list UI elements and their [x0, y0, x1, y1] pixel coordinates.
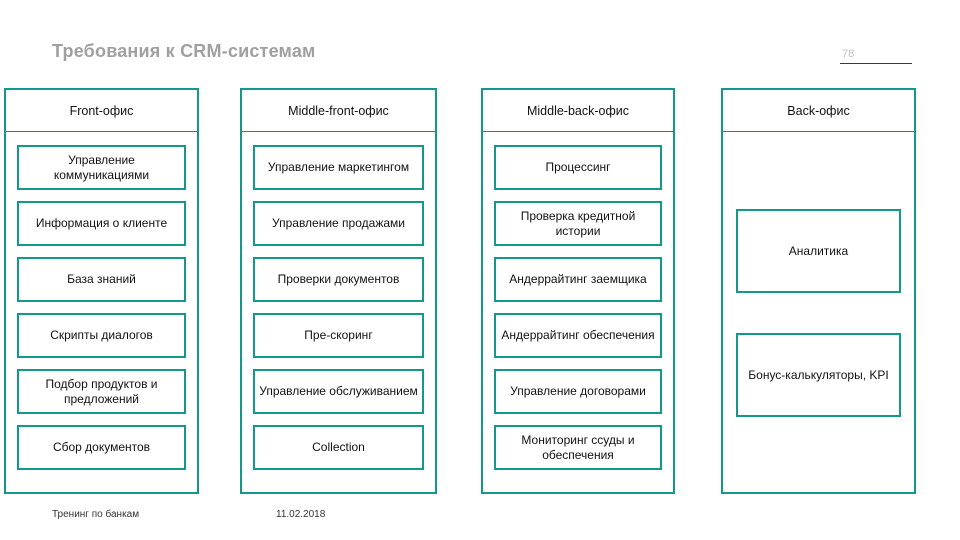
footer-label: Тренинг по банкам — [52, 509, 140, 520]
card-middle-back-office-6[interactable]: Мониторинг ссуды и обеспечения — [494, 425, 662, 470]
card-middle-back-office-3[interactable]: Андеррайтинг заемщика — [494, 257, 662, 302]
column-middle-back-office: Middle-back-офис Процессинг Проверка кре… — [481, 88, 675, 494]
card-middle-front-office-1[interactable]: Управление маркетингом — [253, 145, 424, 190]
card-back-office-1[interactable]: Аналитика — [736, 209, 901, 293]
column-header-middle-front-office: Middle-front-офис — [242, 90, 435, 132]
column-header-back-office: Back-офис — [723, 90, 914, 132]
page-number-rule — [840, 63, 912, 64]
footer-date: 11.02.2018 — [276, 509, 326, 520]
card-middle-front-office-4[interactable]: Пре-скоринг — [253, 313, 424, 358]
card-middle-back-office-4[interactable]: Андеррайтинг обеспечения — [494, 313, 662, 358]
column-back-office: Back-офис Аналитика Бонус-калькуляторы, … — [721, 88, 916, 494]
card-middle-front-office-2[interactable]: Управление продажами — [253, 201, 424, 246]
card-middle-front-office-6[interactable]: Collection — [253, 425, 424, 470]
column-body-middle-front-office: Управление маркетингом Управление продаж… — [242, 132, 435, 492]
column-middle-front-office: Middle-front-офис Управление маркетингом… — [240, 88, 437, 494]
card-middle-front-office-5[interactable]: Управление обслуживанием — [253, 369, 424, 414]
slide-title: Требования к CRM-системам — [52, 41, 316, 61]
column-body-back-office: Аналитика Бонус-калькуляторы, KPI — [723, 132, 914, 492]
card-front-office-3[interactable]: База знаний — [17, 257, 186, 302]
page-number: 78 — [842, 48, 855, 60]
card-front-office-6[interactable]: Сбор документов — [17, 425, 186, 470]
card-front-office-2[interactable]: Информация о клиенте — [17, 201, 186, 246]
card-middle-front-office-3[interactable]: Проверки документов — [253, 257, 424, 302]
column-header-middle-back-office: Middle-back-офис — [483, 90, 673, 132]
card-middle-back-office-5[interactable]: Управление договорами — [494, 369, 662, 414]
column-header-front-office: Front-офис — [6, 90, 197, 132]
card-back-office-2[interactable]: Бонус-калькуляторы, KPI — [736, 333, 901, 417]
card-front-office-1[interactable]: Управление коммуникациями — [17, 145, 186, 190]
card-middle-back-office-1[interactable]: Процессинг — [494, 145, 662, 190]
page-number-block: 78 — [840, 48, 912, 64]
card-front-office-4[interactable]: Скрипты диалогов — [17, 313, 186, 358]
column-body-middle-back-office: Процессинг Проверка кредитной истории Ан… — [483, 132, 673, 492]
card-front-office-5[interactable]: Подбор продуктов и предложений — [17, 369, 186, 414]
column-body-front-office: Управление коммуникациями Информация о к… — [6, 132, 197, 492]
column-front-office: Front-офис Управление коммуникациями Инф… — [4, 88, 199, 494]
card-middle-back-office-2[interactable]: Проверка кредитной истории — [494, 201, 662, 246]
